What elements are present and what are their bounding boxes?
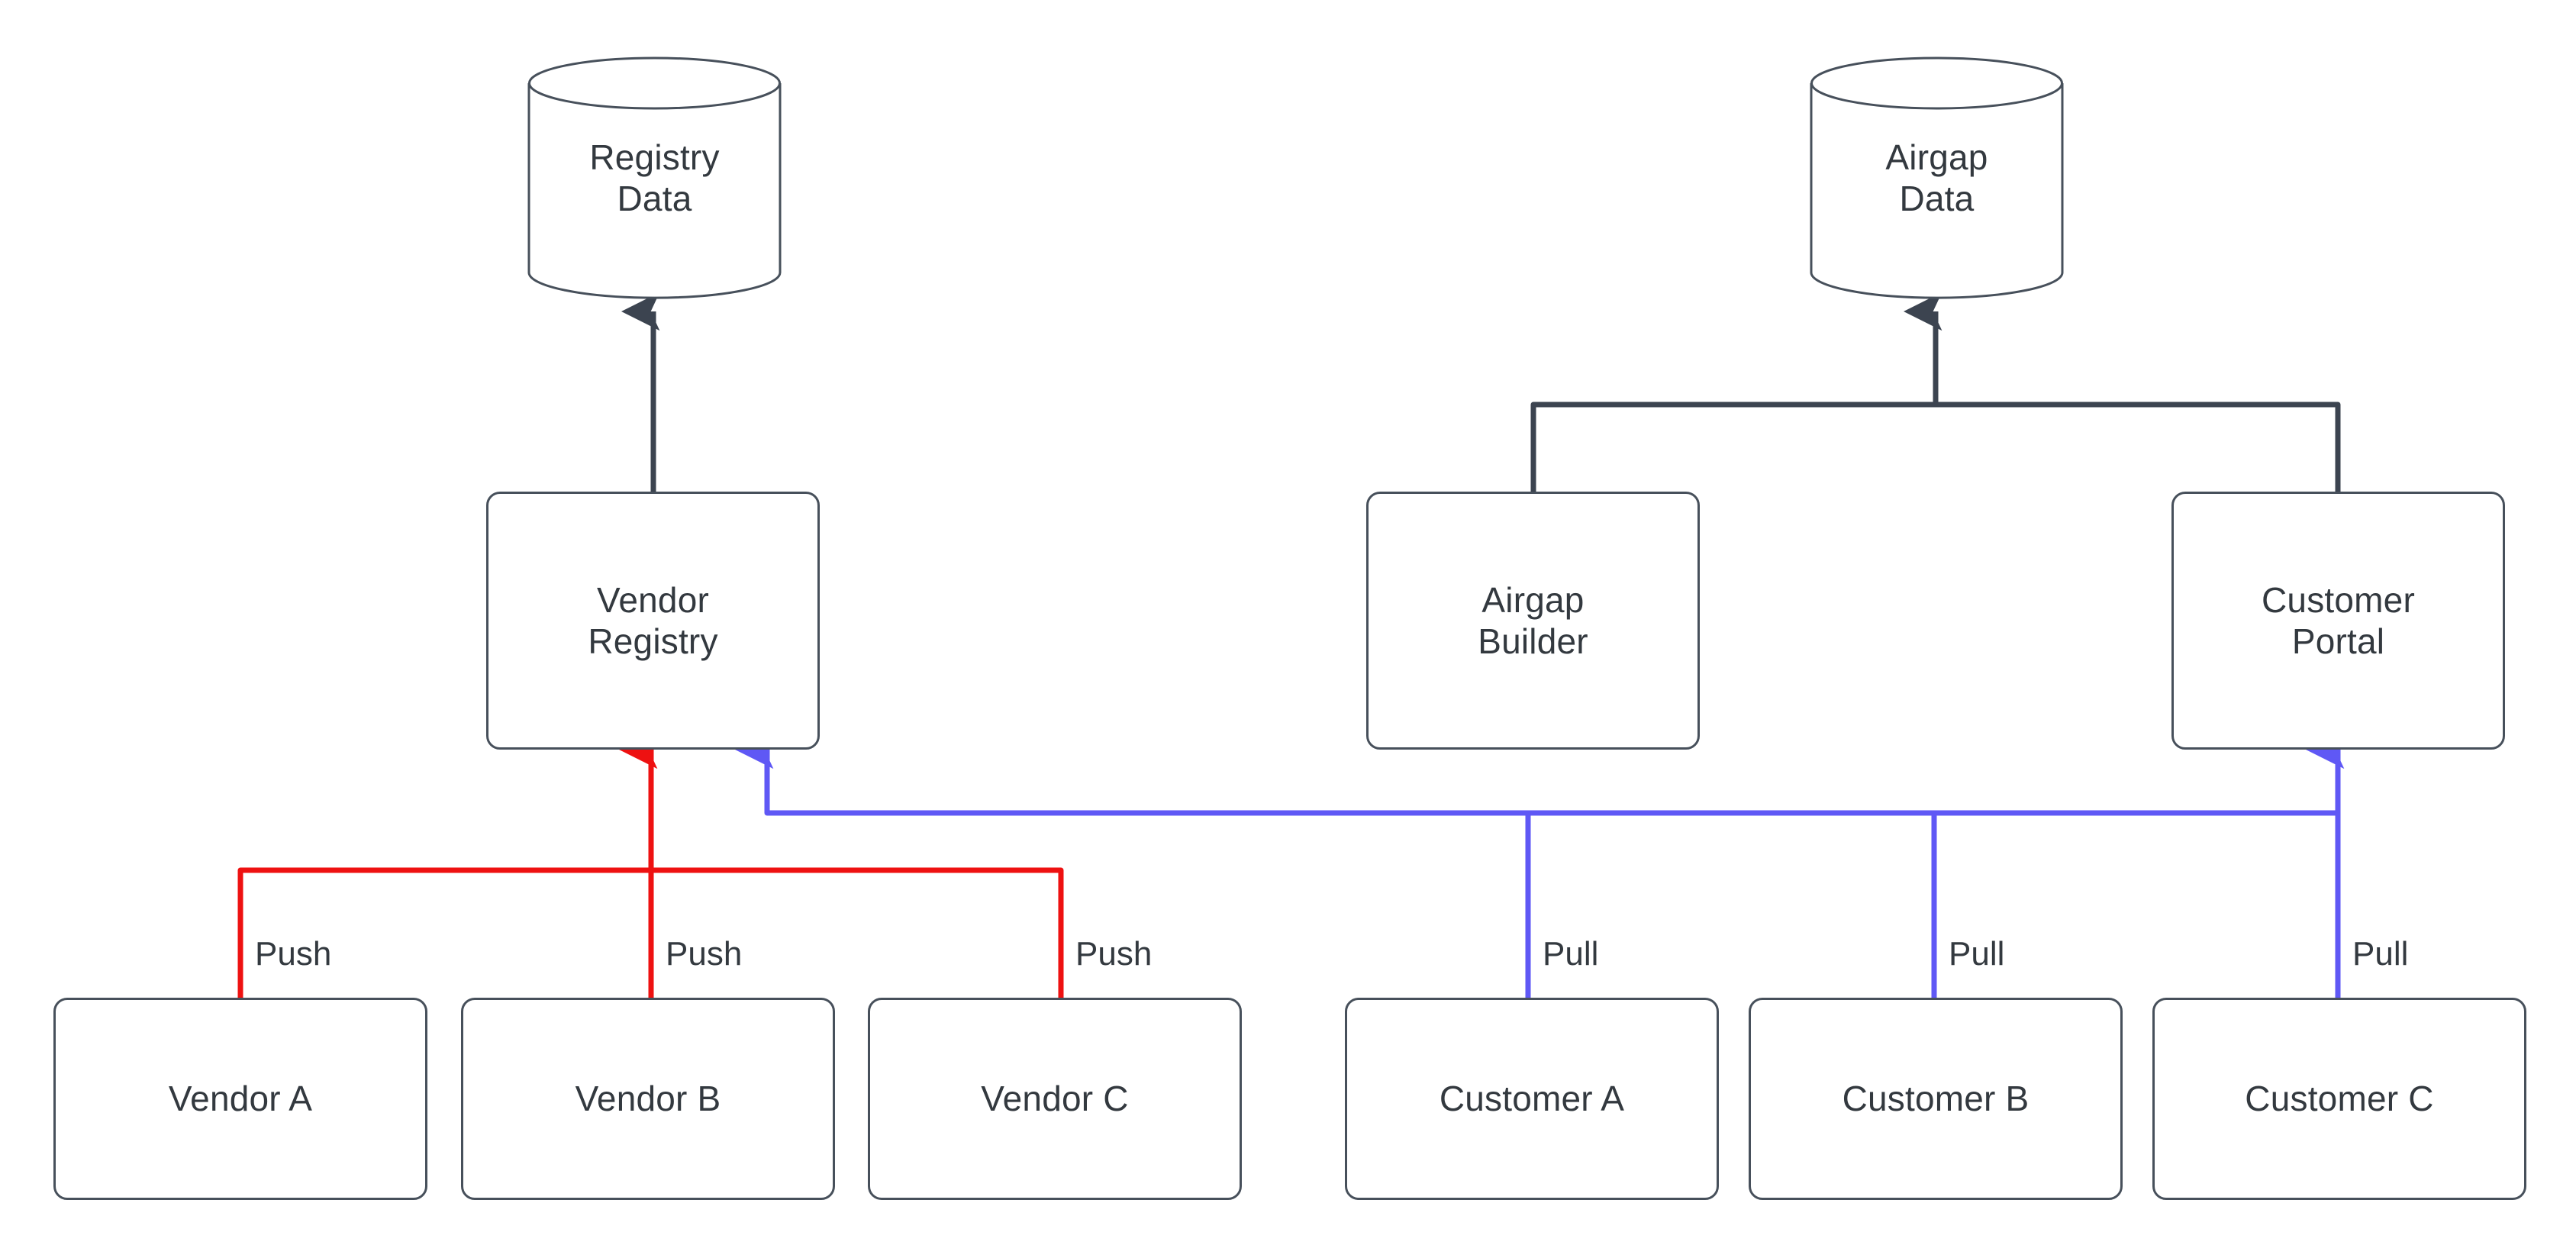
node-label: Registry Data	[589, 137, 720, 218]
node-vendor-b[interactable]: Vendor B	[461, 998, 835, 1200]
node-registry-data[interactable]: Registry Data	[527, 56, 782, 300]
edge-pull-bus	[764, 750, 2338, 816]
node-customer-portal[interactable]: Customer Portal	[2171, 492, 2505, 750]
cylinder-shape	[1810, 56, 2064, 299]
node-label: Vendor A	[168, 1079, 313, 1119]
cylinder-shape	[527, 56, 782, 299]
node-label: Vendor Registry	[588, 579, 718, 661]
node-airgap-data[interactable]: Airgap Data	[1809, 56, 2065, 300]
edge-label-pull-customer-b: Pull	[1949, 935, 2005, 973]
node-label: Customer C	[2245, 1079, 2434, 1119]
node-label: Vendor C	[981, 1079, 1129, 1119]
node-label: Vendor B	[575, 1079, 721, 1119]
node-vendor-c[interactable]: Vendor C	[868, 998, 1242, 1200]
edge-label-push-vendor-a: Push	[255, 935, 332, 973]
node-label: Customer B	[1842, 1079, 2030, 1119]
edge-label-pull-customer-c: Pull	[2352, 935, 2409, 973]
node-label: Airgap Data	[1885, 137, 1988, 218]
node-customer-b[interactable]: Customer B	[1749, 998, 2123, 1200]
node-label: Customer A	[1439, 1079, 1625, 1119]
node-customer-a[interactable]: Customer A	[1345, 998, 1719, 1200]
edge-airgap-bus	[1530, 402, 2341, 492]
node-airgap-builder[interactable]: Airgap Builder	[1366, 492, 1700, 750]
node-label: Airgap Builder	[1478, 579, 1588, 661]
node-vendor-a[interactable]: Vendor A	[53, 998, 427, 1200]
edge-label-push-vendor-b: Push	[666, 935, 743, 973]
node-label: Customer Portal	[2262, 579, 2415, 661]
node-customer-c[interactable]: Customer C	[2152, 998, 2526, 1200]
edge-label-push-vendor-c: Push	[1075, 935, 1153, 973]
node-vendor-registry[interactable]: Vendor Registry	[486, 492, 820, 750]
edge-label-pull-customer-a: Pull	[1543, 935, 1599, 973]
